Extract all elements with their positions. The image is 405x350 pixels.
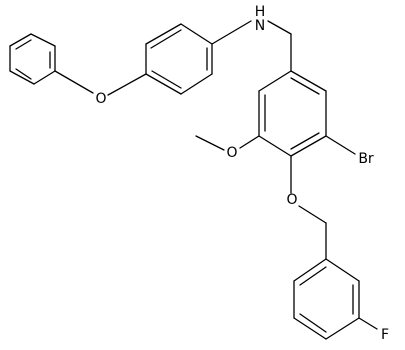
benzyloxy-linker-bonds — [290, 155, 327, 260]
methoxy-oxygen-label: O — [226, 145, 237, 161]
bromo-substituent-bond — [325, 135, 356, 155]
phenoxy-oxygen-label: O — [95, 91, 106, 107]
bromine-label: Br — [358, 151, 374, 167]
amine-linker-bonds — [211, 20, 292, 72]
amine-hydrogen-label: H — [255, 4, 266, 20]
phenylene-ring-aniline — [145, 23, 213, 95]
fluorine-label: F — [381, 327, 389, 343]
benzyloxy-oxygen-label: O — [286, 192, 297, 208]
methoxy-substituent-bonds — [195, 135, 260, 151]
fluorophenyl-ring — [293, 258, 378, 340]
amine-nitrogen-label: N — [255, 18, 265, 34]
phenyl-ring-phenoxy — [9, 33, 56, 85]
phenoxy-ether-bonds — [54, 70, 147, 96]
central-benzene-ring — [258, 70, 327, 157]
